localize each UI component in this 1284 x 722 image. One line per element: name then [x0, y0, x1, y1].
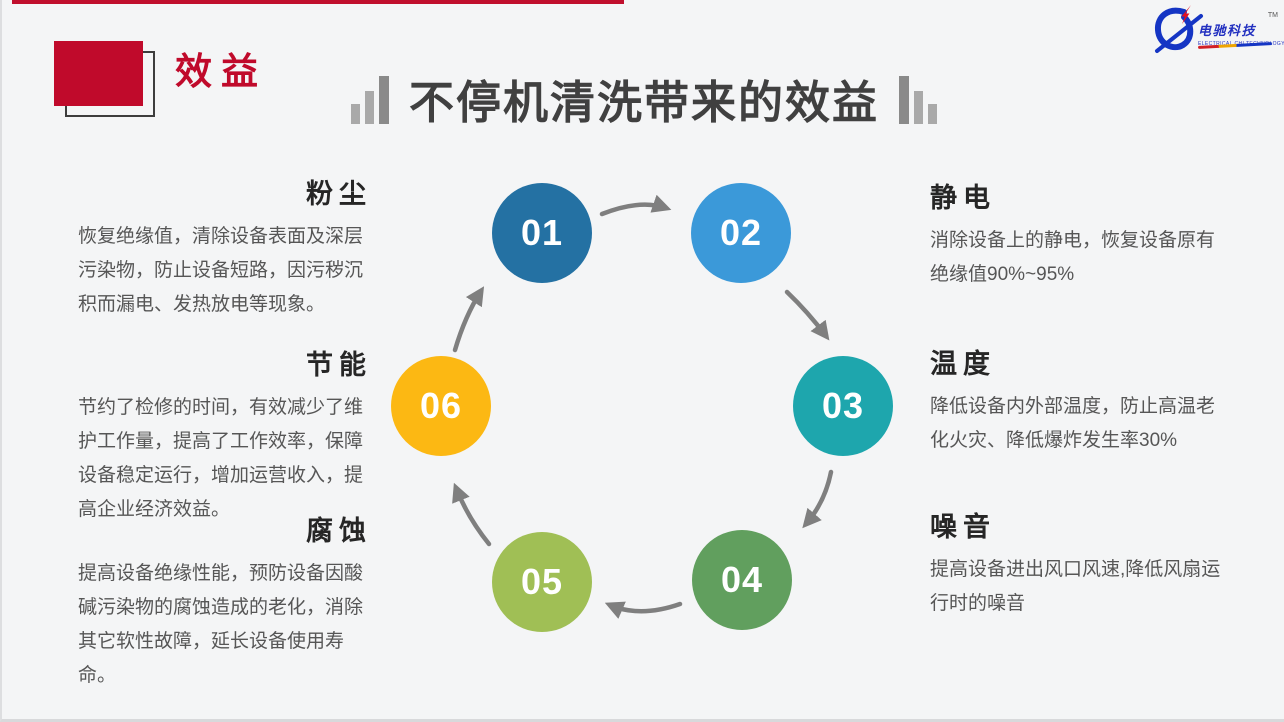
benefit-body: 降低设备内外部温度，防止高温老化火灾、降低爆炸发生率30% [930, 396, 1216, 451]
company-logo: 电驰科技 ELECTRICAL CHI TECHNOLOGY TM [1154, 4, 1284, 56]
benefit-title: 节能 [306, 350, 372, 380]
arrow-02-03 [784, 289, 830, 341]
top-accent-line [12, 0, 624, 4]
cycle-arrows [452, 194, 834, 619]
main-title-row: 不停机清洗带来的效益 [2, 76, 1284, 127]
main-title: 不停机清洗带来的效益 [408, 77, 879, 128]
benefit-noise: 噪音 提高设备进出风口风速,降低风扇运行时的噪音 [930, 511, 1232, 621]
benefit-corrosion: 腐蚀 提高设备绝缘性能，预防设备因酸碱污染物的腐蚀造成的老化，消除其它软性故障，… [78, 515, 374, 693]
header-accent-square [54, 41, 143, 106]
arrow-01-02 [599, 194, 672, 217]
benefit-title: 噪音 [930, 512, 996, 542]
benefit-body: 节约了检修的时间，有效减少了维护工作量，提高了工作效率，保障设备稳定运行，增加运… [78, 397, 364, 520]
logo-trademark: TM [1267, 12, 1278, 19]
step-number: 04 [720, 559, 764, 600]
cycle-step-05: 05 [492, 532, 592, 632]
cycle-step-02: 02 [691, 183, 791, 283]
benefit-static: 静电 消除设备上的静电，恢复设备原有绝缘值90%~95% [930, 182, 1232, 292]
step-number: 03 [821, 385, 865, 426]
arrow-06-01 [452, 286, 485, 353]
step-number: 02 [719, 212, 763, 253]
step-number: 01 [520, 212, 564, 253]
benefit-energy-saving: 节能 节约了检修的时间，有效减少了维护工作量，提高了工作效率，保障设备稳定运行，… [78, 349, 374, 527]
benefit-body: 恢复绝缘值，清除设备表面及深层污染物，防止设备短路，因污秽沉积而漏电、发热放电等… [78, 226, 364, 315]
benefit-title: 粉尘 [306, 179, 372, 209]
bars-icon-left [350, 76, 389, 124]
benefit-dust: 粉尘 恢复绝缘值，清除设备表面及深层污染物，防止设备短路，因污秽沉积而漏电、发热… [78, 178, 374, 322]
cycle-step-04: 04 [692, 530, 792, 630]
arrow-03-04 [802, 469, 834, 529]
benefit-title: 温度 [930, 349, 996, 379]
step-number: 05 [520, 561, 564, 602]
step-number: 06 [419, 385, 463, 426]
benefit-temperature: 温度 降低设备内外部温度，防止高温老化火灾、降低爆炸发生率30% [930, 348, 1232, 458]
section-title: 效益 [175, 51, 267, 92]
arrow-04-05 [604, 601, 683, 619]
logo-mark-icon [1154, 5, 1203, 53]
cycle-step-01: 01 [492, 183, 592, 283]
logo-company-name: 电驰科技 [1198, 23, 1257, 38]
arrow-05-06 [452, 482, 492, 547]
bars-icon-right [899, 76, 937, 124]
benefit-title: 腐蚀 [306, 516, 372, 546]
benefit-body: 提高设备绝缘性能，预防设备因酸碱污染物的腐蚀造成的老化，消除其它软性故障，延长设… [78, 563, 364, 686]
cycle-diagram: 01 02 03 04 05 06 [382, 170, 902, 645]
cycle-step-03: 03 [793, 356, 893, 456]
benefit-body: 消除设备上的静电，恢复设备原有绝缘值90%~95% [930, 230, 1216, 285]
benefit-body: 提高设备进出风口风速,降低风扇运行时的噪音 [930, 559, 1221, 614]
benefit-title: 静电 [930, 183, 996, 213]
cycle-step-06: 06 [391, 356, 491, 456]
